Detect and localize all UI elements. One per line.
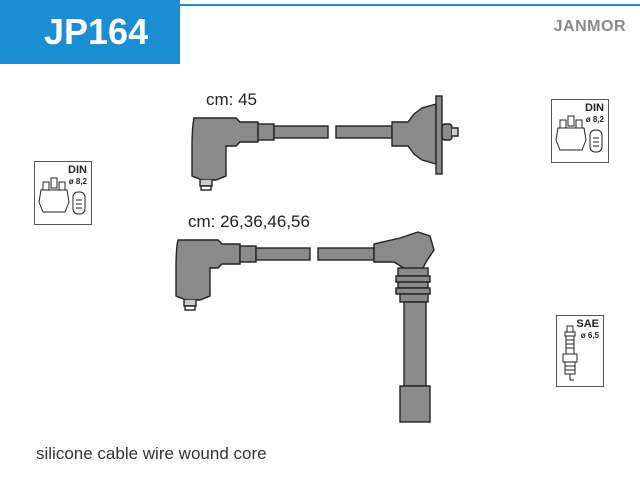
spec-standard: SAE — [576, 318, 599, 330]
cable-2-wire-segment-a — [255, 247, 311, 261]
cable-2-boot-left — [175, 239, 257, 311]
cable-2-wire-segment-b — [317, 247, 375, 261]
cable-1-wire-segment-a — [273, 125, 329, 139]
spec-standard: DIN — [68, 164, 87, 176]
distributor-cap-icon — [555, 115, 603, 153]
cable-1-boot-left — [191, 117, 275, 191]
brand-name: JANMOR — [553, 18, 626, 35]
header-rule — [180, 4, 640, 6]
distributor-cap-icon — [38, 177, 86, 215]
cable-1-length-label: cm: 45 — [206, 90, 258, 109]
spec-box-distributor-right: DIN ø 8,2 — [551, 99, 609, 163]
cable-1-connector-right — [391, 95, 459, 175]
spec-diameter: ø 8,2 — [68, 177, 87, 186]
part-number: JP164 — [44, 11, 149, 52]
cable-2-plug-boot — [373, 231, 435, 423]
cable-2-length-label: cm: 26,36,46,56 — [188, 212, 310, 231]
part-number-badge: JP164 — [0, 0, 180, 64]
spec-box-spark-plug: SAE ø 6,5 — [556, 315, 604, 387]
spec-diameter: ø 6,5 — [580, 331, 599, 340]
cable-1-wire-segment-b — [335, 125, 393, 139]
spec-diameter: ø 8,2 — [585, 115, 604, 124]
spark-plug-icon — [562, 325, 578, 381]
product-description: silicone cable wire wound core — [36, 444, 267, 463]
spec-standard: DIN — [585, 102, 604, 114]
spec-box-distributor-left: DIN ø 8,2 — [34, 161, 92, 225]
